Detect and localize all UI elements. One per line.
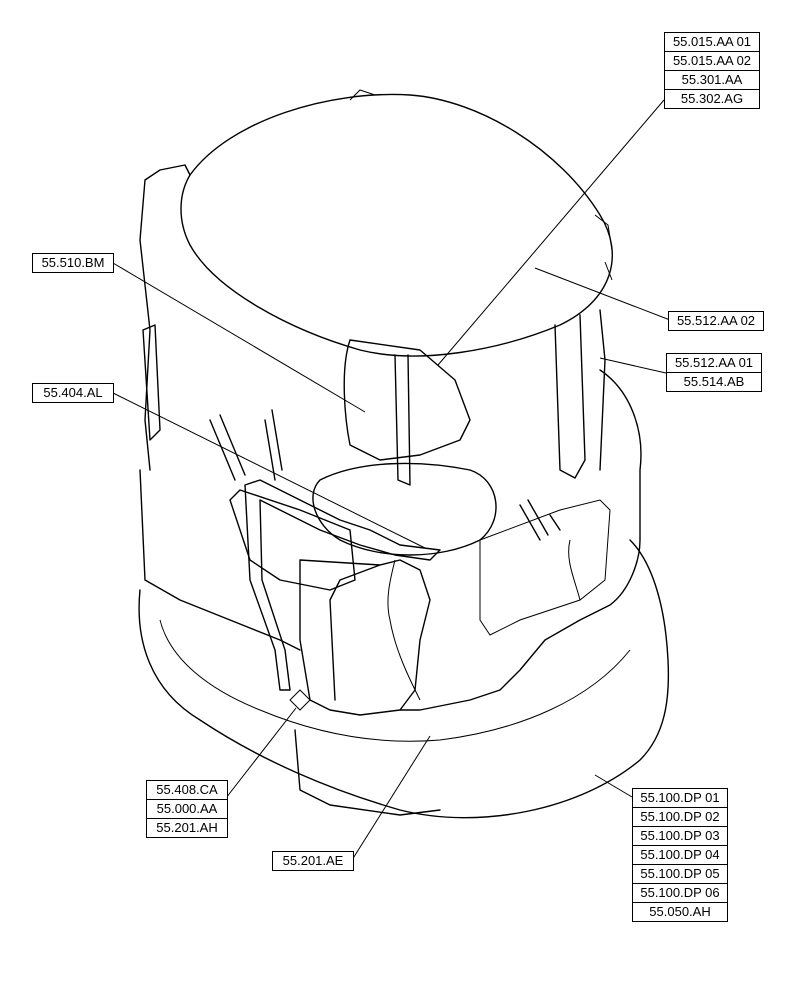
- leader-mid-left: [112, 392, 426, 549]
- left-console: [229, 489, 356, 591]
- reference-label[interactable]: 55.100.DP 06: [633, 883, 727, 902]
- reference-label[interactable]: 55.201.AH: [147, 818, 227, 837]
- reference-label[interactable]: 55.015.AA 02: [665, 51, 759, 70]
- leader-bottom-center: [351, 735, 431, 861]
- callout-upper-left: 55.510.BM: [32, 253, 114, 273]
- callout-bottom-left: 55.408.CA 55.000.AA 55.201.AH: [146, 780, 228, 838]
- roof-rim: [349, 89, 613, 281]
- reference-label[interactable]: 55.301.AA: [665, 70, 759, 89]
- engine-hood: [399, 369, 642, 711]
- front-left-pillar: [394, 354, 411, 486]
- reference-label[interactable]: 55.404.AL: [43, 385, 103, 400]
- leader-bottom-right: [594, 774, 633, 798]
- reference-label[interactable]: 55.100.DP 01: [640, 790, 720, 805]
- left-guard-rail: [244, 479, 441, 691]
- reference-label[interactable]: 55.050.AH: [633, 902, 727, 921]
- cab-side-skirt: [329, 564, 381, 701]
- callout-bottom-right: 55.100.DP 01 55.100.DP 02 55.100.DP 03 5…: [632, 788, 728, 922]
- reference-label[interactable]: 55.512.AA 02: [676, 313, 756, 328]
- leader-bottom-left: [225, 707, 297, 799]
- hood-latch: [289, 689, 311, 711]
- reference-label[interactable]: 55.100.DP 03: [633, 826, 727, 845]
- callout-mid-left: 55.404.AL: [32, 383, 114, 403]
- base-counterweight: [294, 729, 441, 816]
- operator-seat: [343, 339, 471, 461]
- reference-label[interactable]: 55.100.DP 02: [633, 807, 727, 826]
- control-lever-left: [209, 409, 283, 481]
- leader-top-right: [437, 99, 665, 366]
- front-right-pillar: [554, 309, 606, 479]
- callout-bottom-center: 55.201.AE: [272, 851, 354, 871]
- base-outer: [138, 539, 670, 819]
- reference-label[interactable]: 55.408.CA: [156, 782, 218, 797]
- seat-cushion: [312, 462, 497, 556]
- roof-canopy: [180, 93, 613, 357]
- callout-right-mid: 55.512.AA 01 55.514.AB: [666, 353, 762, 392]
- leader-right-mid: [599, 357, 667, 374]
- reference-label[interactable]: 55.510.BM: [41, 255, 105, 270]
- reference-label[interactable]: 55.201.AE: [282, 853, 344, 868]
- base-inner: [159, 619, 631, 742]
- reference-label[interactable]: 55.100.DP 05: [633, 864, 727, 883]
- hood-panel: [479, 499, 611, 636]
- leader-upper-left: [112, 262, 366, 413]
- leader-right-upper: [534, 267, 671, 321]
- callout-top-right: 55.015.AA 01 55.015.AA 02 55.301.AA 55.3…: [664, 32, 760, 109]
- control-lever-right: [519, 499, 561, 541]
- reference-label[interactable]: 55.100.DP 04: [633, 845, 727, 864]
- rear-left-post: [139, 164, 191, 471]
- callout-right-upper: 55.512.AA 02: [668, 311, 764, 331]
- cab-front-panel: [299, 559, 431, 716]
- reference-label[interactable]: 55.514.AB: [667, 372, 761, 391]
- wiring-harness: [387, 539, 581, 701]
- reference-label[interactable]: 55.302.AG: [665, 89, 759, 108]
- left-grab-handle: [142, 324, 161, 441]
- reference-label[interactable]: 55.000.AA: [147, 799, 227, 818]
- reference-label[interactable]: 55.015.AA 01: [672, 34, 752, 49]
- body-side: [139, 469, 301, 651]
- reference-label[interactable]: 55.512.AA 01: [674, 355, 754, 370]
